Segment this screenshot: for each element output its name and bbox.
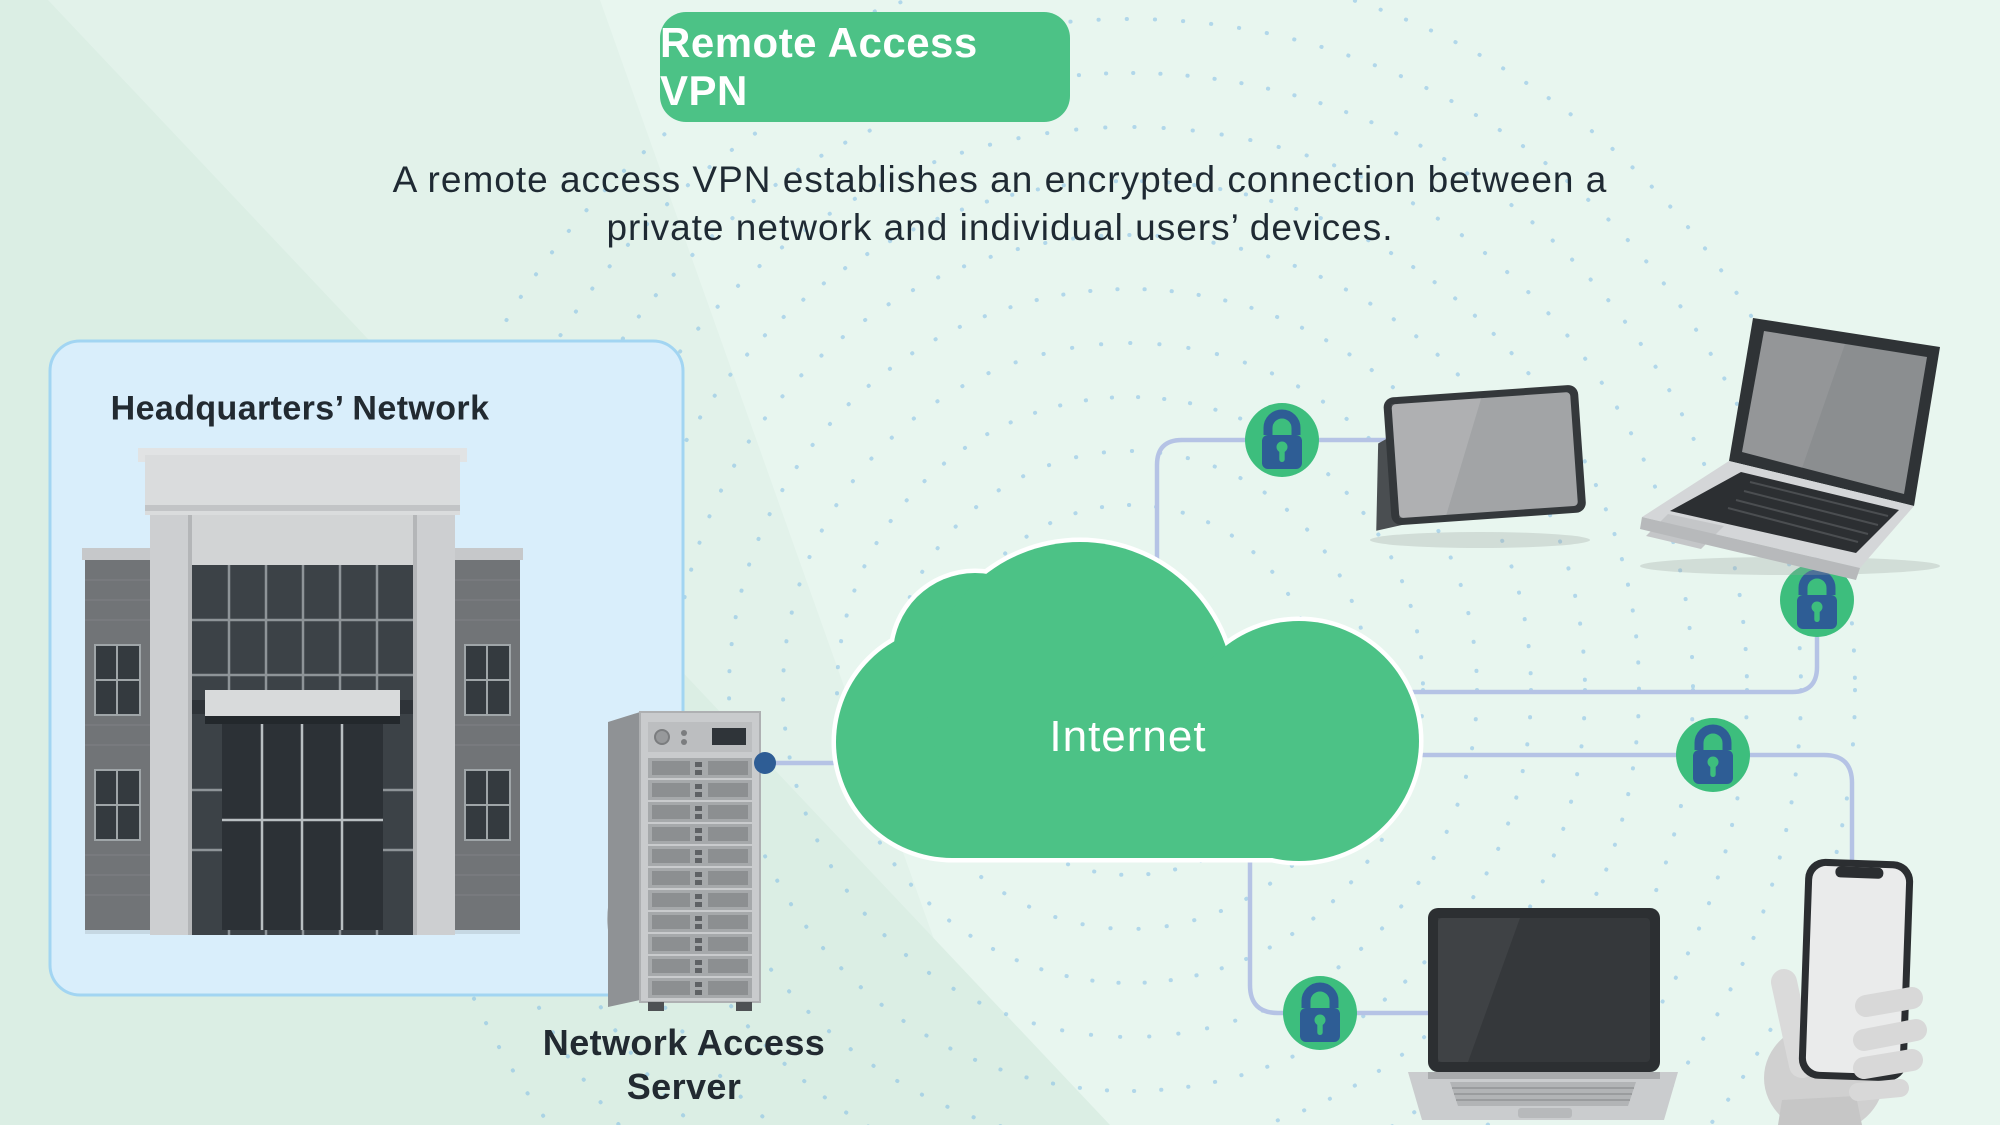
server-tower-illustration — [607, 711, 761, 1011]
smartphone-in-hand-illustration — [1764, 858, 1927, 1125]
subtitle-line-1: A remote access VPN establishes an encry… — [392, 159, 1608, 200]
tablet-illustration — [1370, 385, 1590, 548]
padlock-icon — [1676, 718, 1750, 792]
internet-label: Internet — [1049, 712, 1207, 761]
connector-dot — [754, 752, 776, 774]
page-title: Remote Access VPN — [660, 19, 978, 114]
subtitle-line-2: private network and individual users’ de… — [606, 207, 1394, 248]
office-building-illustration — [82, 448, 523, 935]
laptop-illustration-bottom — [1408, 908, 1678, 1120]
connection-line-internet-to-laptop-bottom — [1247, 856, 1440, 1016]
headquarters-network-label: Headquarters’ Network — [110, 389, 490, 428]
network-access-server-label: Network Access Server — [543, 1021, 825, 1109]
connection-line-internet-to-phone — [1410, 752, 1855, 868]
title-badge: Remote Access VPN — [660, 12, 1070, 122]
laptop-illustration-top — [1640, 318, 1940, 580]
internet-cloud-icon — [831, 537, 1424, 866]
subtitle: A remote access VPN establishes an encry… — [0, 156, 2000, 252]
padlock-icon — [1245, 403, 1319, 477]
connection-line-internet-to-laptop-top — [1400, 508, 1820, 695]
nas-label-line-2: Server — [626, 1066, 742, 1107]
nas-label-line-1: Network Access — [542, 1022, 826, 1063]
padlock-icon — [1283, 976, 1357, 1050]
connection-line-internet-to-tablet — [1154, 437, 1392, 565]
